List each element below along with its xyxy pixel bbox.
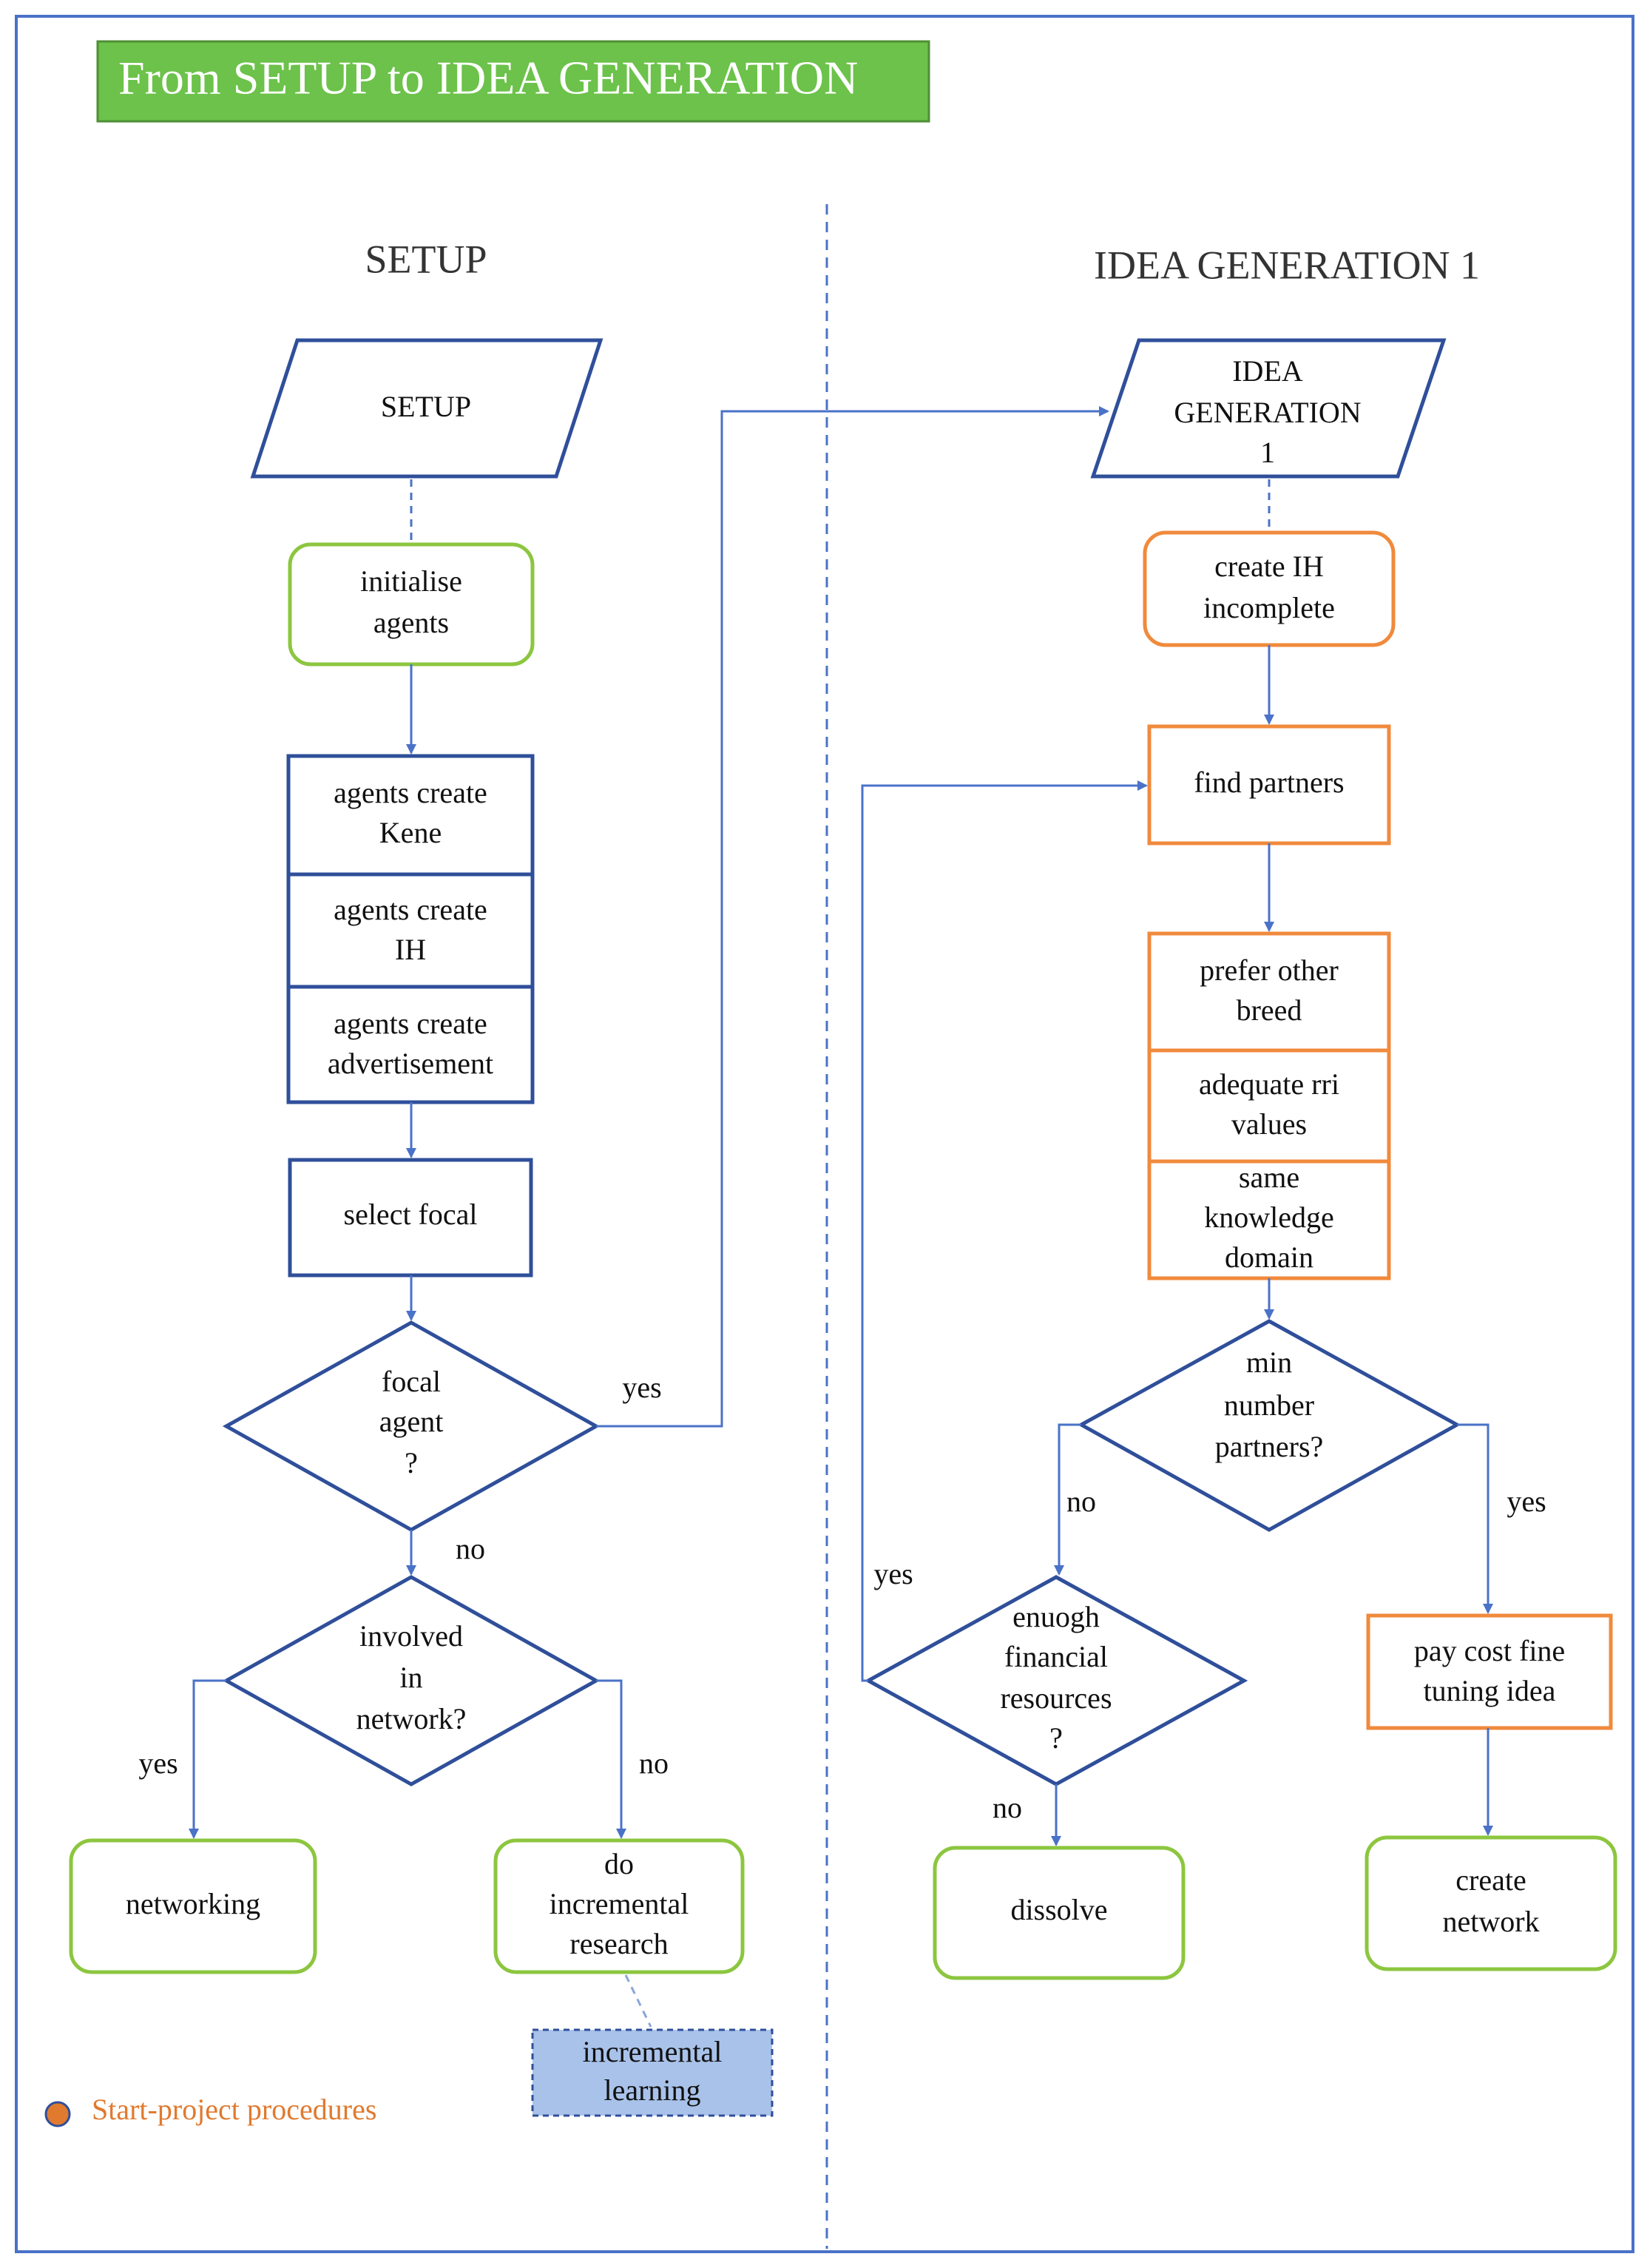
involved-network-decision	[222, 1575, 601, 1786]
find-partners-node	[1147, 724, 1391, 846]
initialise-agents-node	[288, 542, 535, 666]
agents-create-adv-node	[286, 985, 535, 1104]
legend-label: Start-project procedures	[92, 2093, 376, 2126]
prefer-other-line1: prefer other	[1200, 954, 1339, 987]
enough-financial-line2: financial	[1004, 1640, 1108, 1673]
dashed-connector-learning	[624, 1974, 652, 2028]
involved-yes-label: yes	[138, 1746, 177, 1780]
do-incremental-line2: incremental	[550, 1887, 689, 1920]
idea-io-line3: 1	[1260, 436, 1275, 469]
setup-io-shape	[250, 338, 603, 479]
involved-line3: network?	[356, 1702, 467, 1735]
prefer-other-line2: breed	[1237, 993, 1302, 1027]
idea-section-title: IDEA GENERATION 1	[1094, 243, 1480, 287]
idea-io-line1: IDEA	[1232, 354, 1303, 388]
dissolve-node	[933, 1846, 1186, 1980]
banner-title: From SETUP to IDEA GENERATION	[118, 52, 858, 104]
adequate-rri-node	[1147, 1048, 1391, 1164]
networking-node	[69, 1838, 317, 1974]
min-yes-label: yes	[1507, 1485, 1546, 1518]
dissolve-label: dissolve	[1010, 1893, 1107, 1926]
edge-min-no	[1054, 1423, 1081, 1576]
idea-io-shape	[1090, 338, 1447, 479]
pay-cost-line1: pay cost fine	[1414, 1634, 1565, 1667]
min-partners-line3: partners?	[1215, 1430, 1324, 1463]
find-partners-label: find partners	[1194, 766, 1344, 799]
adequate-rri-line2: values	[1231, 1107, 1307, 1141]
initialise-agents-line1: initialise	[360, 564, 462, 598]
edge-involved-no	[596, 1679, 626, 1839]
select-focal-node	[288, 1158, 533, 1278]
create-network-line1: create	[1455, 1863, 1526, 1897]
same-knowledge-node	[1147, 1159, 1391, 1280]
setup-section-title: SETUP	[365, 237, 487, 281]
focal-agent-line1: focal	[382, 1365, 441, 1398]
idea-io-line2: GENERATION	[1174, 396, 1361, 429]
min-partners-line2: number	[1224, 1388, 1314, 1422]
edge-min-yes	[1457, 1423, 1493, 1614]
incremental-learning-line2: learning	[603, 2073, 700, 2107]
create-ih-line1: create IH	[1214, 550, 1324, 583]
networking-label: networking	[126, 1887, 260, 1920]
involved-line1: involved	[359, 1619, 463, 1653]
edge-enough-yes	[861, 780, 1148, 1682]
involved-no-label: no	[639, 1746, 669, 1780]
incremental-learning-line1: incremental	[583, 2035, 723, 2068]
focal-agent-line2: agent	[379, 1405, 444, 1438]
legend-dot	[44, 2101, 71, 2127]
agents-create-adv-line1: agents create	[334, 1007, 487, 1040]
setup-io-label: SETUP	[381, 390, 471, 423]
adequate-rri-line1: adequate rri	[1199, 1067, 1339, 1101]
agents-create-adv-line2: advertisement	[328, 1047, 493, 1080]
agents-create-kene-node	[286, 754, 535, 877]
initialise-agents-line2: agents	[373, 606, 449, 639]
focal-no-label: no	[456, 1532, 485, 1565]
same-knowledge-line2: knowledge	[1204, 1201, 1334, 1234]
agents-create-ih-line1: agents create	[334, 893, 487, 926]
agents-create-kene-line2: Kene	[379, 816, 442, 849]
agents-create-ih-line2: IH	[395, 933, 426, 966]
enough-financial-line4: ?	[1049, 1721, 1063, 1755]
pay-cost-node	[1366, 1613, 1613, 1730]
agents-create-ih-node	[286, 872, 535, 989]
prefer-other-node	[1147, 931, 1391, 1053]
enough-financial-line1: enuogh	[1012, 1600, 1100, 1633]
select-focal-label: select focal	[344, 1198, 478, 1231]
create-network-node	[1365, 1835, 1617, 1971]
do-incremental-line1: do	[604, 1847, 634, 1880]
min-partners-line1: min	[1246, 1346, 1292, 1379]
agents-create-kene-line1: agents create	[334, 776, 487, 809]
incremental-learning-node	[531, 2028, 774, 2117]
edge-involved-yes	[189, 1679, 226, 1839]
same-knowledge-line3: domain	[1225, 1241, 1313, 1274]
involved-line2: in	[399, 1661, 422, 1694]
focal-agent-line3: ?	[405, 1446, 418, 1479]
min-partners-decision	[1077, 1319, 1461, 1532]
focal-yes-label: yes	[622, 1371, 661, 1404]
same-knowledge-line1: same	[1239, 1161, 1299, 1194]
min-no-label: no	[1066, 1485, 1096, 1518]
outer-frame	[15, 15, 1634, 2253]
enough-no-label: no	[993, 1791, 1022, 1824]
create-network-line2: network	[1442, 1905, 1539, 1938]
do-incremental-node	[493, 1838, 745, 1974]
pay-cost-line2: tuning idea	[1424, 1674, 1556, 1707]
do-incremental-line3: research	[569, 1927, 668, 1960]
enough-yes-label: yes	[873, 1557, 913, 1590]
banner-box	[96, 40, 930, 123]
enough-financial-line3: resources	[1000, 1681, 1112, 1715]
banner: From SETUP to IDEA GENERATION	[96, 40, 930, 123]
create-ih-line2: incomplete	[1203, 591, 1335, 624]
edge-focal-yes	[596, 406, 1109, 1428]
